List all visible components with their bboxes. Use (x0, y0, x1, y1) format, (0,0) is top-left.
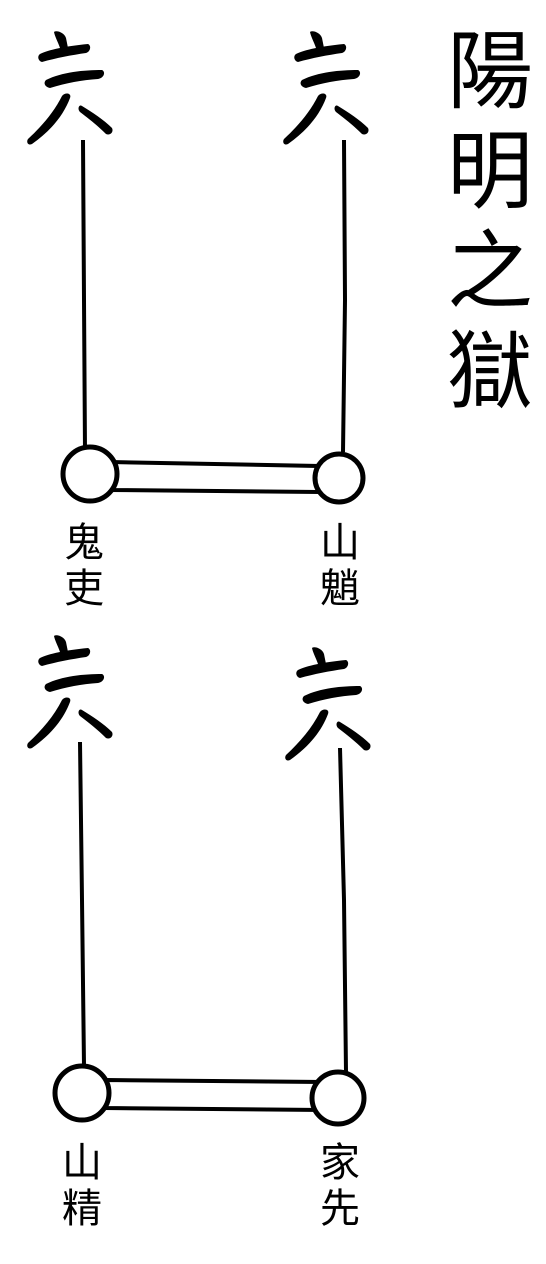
title-char: 明 (447, 122, 533, 222)
lower-left-node (52, 1063, 112, 1123)
label-char: 吏 (64, 566, 104, 612)
title-char: 陽 (447, 22, 533, 122)
glyph-upper-left (27, 31, 113, 145)
label-char: 鬼 (64, 520, 104, 566)
label-char: 先 (320, 1186, 360, 1232)
label-char: 山 (320, 520, 360, 566)
lower-left-pole (78, 741, 86, 1067)
label-lower-left: 山 精 (52, 1140, 112, 1232)
label-char: 精 (62, 1186, 102, 1232)
label-lower-right: 家 先 (310, 1140, 370, 1232)
glyph-upper-right (283, 31, 369, 145)
label-char: 魈 (320, 566, 360, 612)
label-upper-left: 鬼 吏 (54, 520, 114, 612)
upper-right-node (312, 451, 366, 505)
upper-left-node (60, 444, 120, 504)
upper-right-pole (341, 139, 348, 453)
lower-crossbar (104, 1077, 324, 1113)
glyph-lower-left (27, 635, 113, 749)
label-char: 山 (62, 1140, 102, 1186)
lower-right-node (309, 1069, 367, 1127)
label-char: 家 (320, 1140, 360, 1186)
title-char: 之 (447, 222, 533, 322)
upper-left-pole (81, 139, 87, 453)
title-char: 獄 (447, 322, 533, 422)
lower-right-pole (338, 747, 348, 1073)
upper-crossbar (108, 459, 320, 495)
label-upper-right: 山 魈 (310, 520, 370, 612)
title-vertical: 陽 明 之 獄 (440, 22, 540, 422)
frame-lower (27, 635, 371, 1127)
frame-upper (27, 31, 369, 505)
glyph-lower-right (285, 647, 371, 761)
